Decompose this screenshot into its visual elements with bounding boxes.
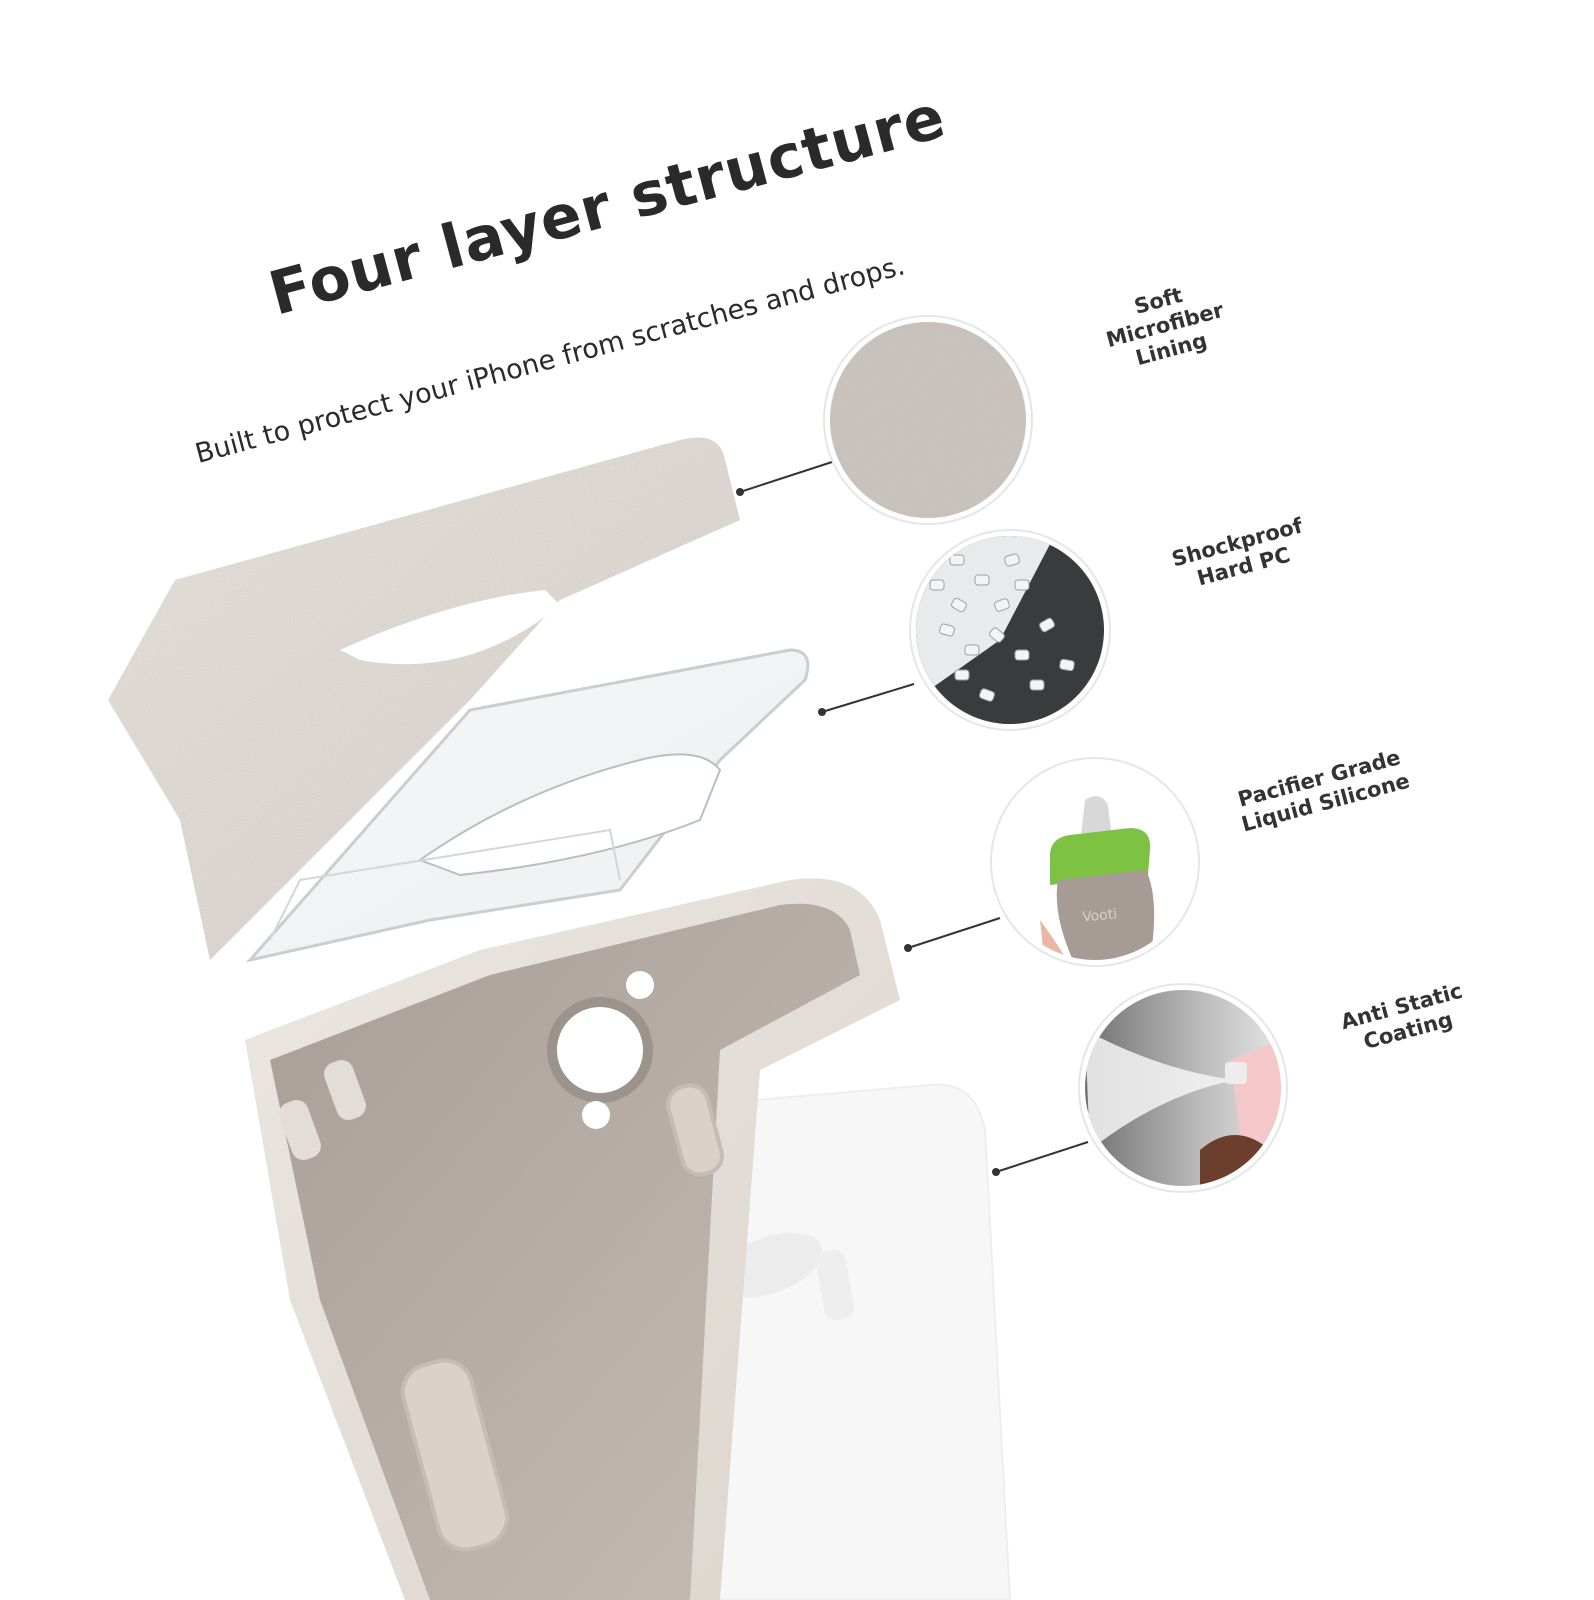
leader-lines (736, 461, 1089, 1176)
microfiber-layer (108, 437, 740, 960)
silicone-layer (245, 878, 900, 1600)
baby-bottle-icon: Vooti (990, 757, 1200, 967)
hard-pc-layer (245, 648, 810, 963)
microfiber-texture-icon (823, 315, 1033, 525)
bottle-brand: Vooti (1082, 907, 1118, 926)
pc-pellets-icon (909, 529, 1111, 731)
spray-mist-icon (1078, 983, 1288, 1193)
